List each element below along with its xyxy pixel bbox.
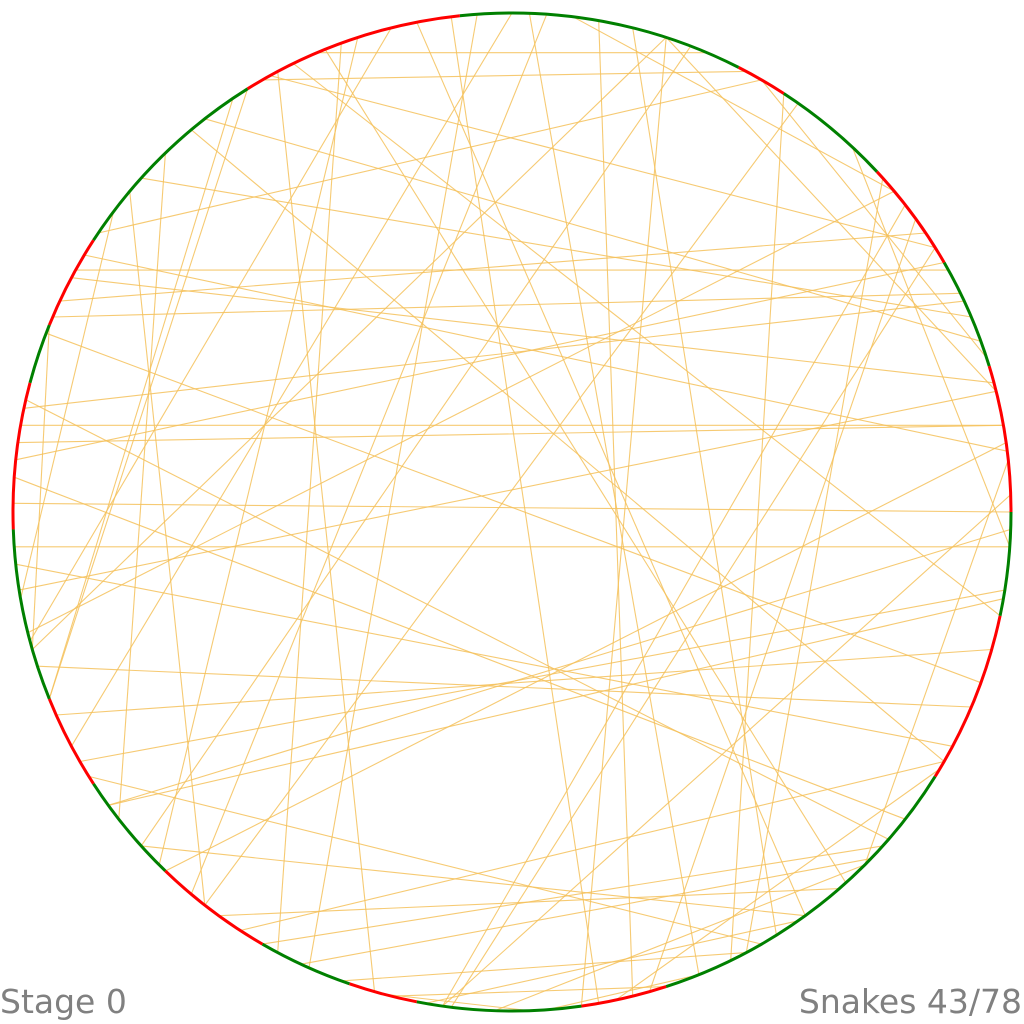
ring-segment-red: [164, 869, 264, 946]
snake-chord-58: [108, 598, 1004, 806]
ring-segment-red: [47, 698, 95, 785]
board-ring: [11, 11, 1013, 1013]
snake-chord-57: [27, 190, 895, 634]
snake-chord-50: [277, 71, 376, 992]
ring-segment-green: [11, 529, 51, 700]
snake-chord-32: [665, 37, 997, 392]
ring-segment-red: [47, 239, 95, 326]
snake-chord-61: [300, 858, 872, 965]
snake-chord-15: [190, 13, 548, 895]
snakes-counter: Snakes 43/78: [798, 982, 1022, 1021]
snake-chord-62: [442, 494, 1012, 1007]
snake-chord-7: [204, 118, 982, 342]
snake-chord-41: [141, 845, 806, 917]
snake-chord-6: [190, 129, 945, 762]
snake-chord-52: [118, 152, 166, 820]
ring-segment-red: [875, 170, 946, 264]
snake-chord-56: [18, 390, 997, 591]
snake-chord-23: [442, 204, 906, 1007]
snake-chord-28: [20, 211, 115, 599]
snake-chord-73: [88, 775, 762, 945]
snake-chord-55: [13, 502, 1012, 513]
snake-chord-14: [70, 12, 513, 747]
snake-chord-43: [262, 845, 883, 945]
ring-segment-green: [459, 11, 740, 69]
snake-chord-19: [140, 45, 692, 847]
ring-segment-red: [349, 982, 418, 1004]
snake-chord-26: [52, 292, 961, 318]
ring-segment-green: [28, 324, 51, 384]
snake-chord-35: [14, 476, 906, 820]
snake-chord-45: [391, 986, 667, 997]
snake-chord-9: [324, 49, 847, 884]
snake-chord-44: [341, 952, 747, 982]
ring-segment-green: [261, 942, 351, 986]
snake-chord-39: [79, 589, 1006, 763]
snake-chord-67: [572, 16, 895, 192]
ring-segment-red: [737, 66, 785, 95]
snake-chord-76: [580, 37, 667, 1007]
snake-chord-68: [262, 70, 747, 81]
ring-segment-green: [998, 511, 1013, 617]
ring-segment-red: [11, 382, 32, 530]
ring-segment-red: [933, 615, 1002, 778]
snake-chord-27: [59, 232, 926, 302]
snake-chord-33: [269, 75, 936, 249]
snake-chord-30: [450, 16, 600, 1004]
ring-segment-red: [581, 985, 667, 1008]
ring-segment-green: [92, 782, 167, 873]
snake-chord-17: [632, 27, 777, 936]
snake-chord-49: [277, 43, 342, 953]
snake-chord-5: [141, 177, 972, 318]
snake-chord-12: [416, 21, 806, 916]
stage-label: Stage 0: [0, 982, 127, 1021]
snake-chord-77: [730, 93, 785, 961]
snake-chord-59: [165, 442, 1007, 872]
snake-chord-64: [745, 178, 884, 953]
snake-chord-75: [425, 920, 799, 1004]
snake-chord-63: [648, 218, 917, 992]
snake-chord-22: [851, 146, 1011, 548]
snake-chord-70: [15, 261, 945, 461]
snake-chord-25: [23, 300, 965, 409]
snake-chords: [13, 12, 1012, 1012]
snake-chord-24: [450, 247, 936, 1008]
snake-chord-10: [158, 37, 359, 865]
snake-chord-60: [240, 760, 945, 932]
ring-segment-green: [92, 87, 249, 242]
snake-chord-37: [37, 665, 972, 708]
snake-chord-78: [864, 459, 1009, 865]
snake-chord-8: [292, 63, 1001, 617]
snake-chord-11: [29, 27, 392, 642]
ring-segment-red: [246, 14, 460, 91]
snake-chord-47: [546, 974, 700, 1011]
ring-segment-green: [942, 261, 991, 367]
snake-chord-66: [31, 325, 50, 650]
snake-chord-20: [761, 79, 988, 359]
snake-chord-46: [494, 864, 866, 1012]
ring-segment-red: [987, 365, 1013, 513]
snake-chord-13: [308, 14, 478, 968]
snake-chord-31: [528, 13, 700, 975]
snake-chord-51: [48, 98, 234, 700]
snake-chord-34: [25, 399, 889, 840]
snake-chord-3: [71, 277, 995, 384]
snake-chord-21: [204, 102, 799, 906]
snake-chord-38: [56, 648, 992, 716]
ring-segment-green: [416, 1000, 582, 1013]
ring-segment-green: [665, 775, 937, 989]
snake-chord-18: [31, 37, 667, 650]
snake-chord-74: [382, 993, 530, 1012]
snake-chord-48: [615, 768, 941, 1001]
snake-chord-40: [108, 528, 1011, 806]
ring-segment-green: [782, 92, 879, 173]
